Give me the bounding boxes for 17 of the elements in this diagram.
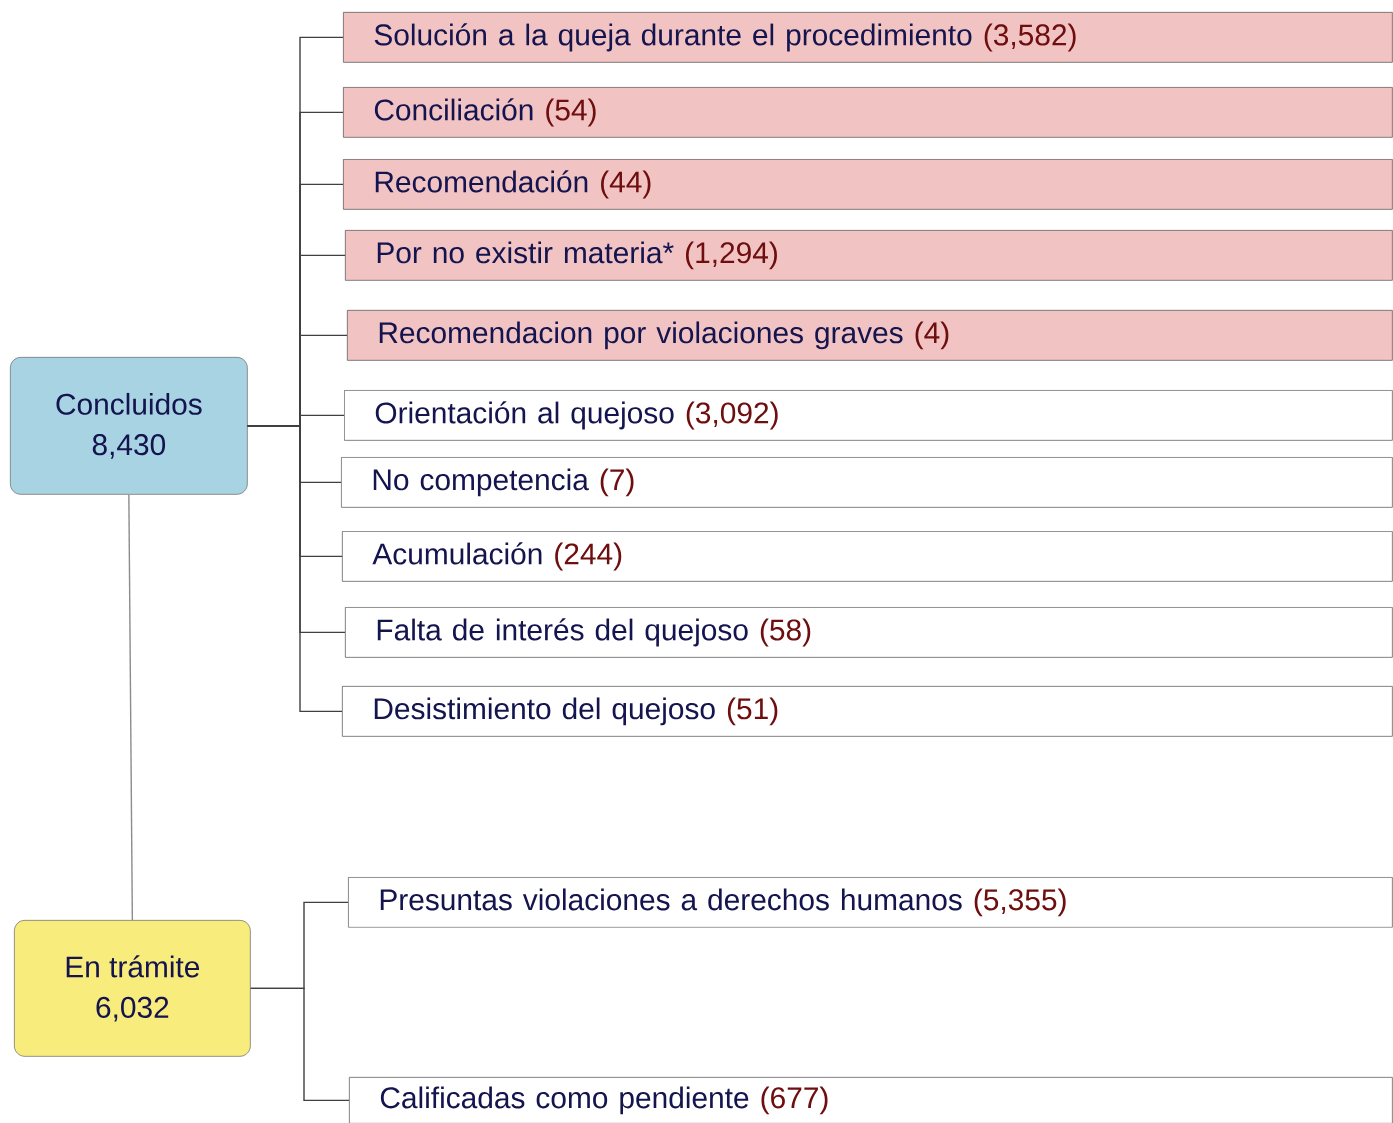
- outcome-box: Presuntas violaciones a derechos humanos (5,355): [348, 877, 1393, 928]
- outcome-box: Orientación al quejoso (3,092): [344, 390, 1393, 441]
- outcome-box: Acumulación (244): [342, 531, 1393, 582]
- outcome-box: Por no existir materia* (1,294): [345, 230, 1393, 281]
- outcome-box: Solución a la queja durante el procedimiento (3,582): [343, 12, 1393, 63]
- category-box: Concluidos 8,430: [10, 357, 248, 495]
- outcome-box: Calificadas como pendiente (677): [349, 1077, 1393, 1123]
- outcome-box: No competencia (7): [341, 457, 1393, 508]
- outcome-box: Recomendación (44): [343, 159, 1393, 210]
- outcome-box: Conciliación (54): [343, 87, 1393, 138]
- connector-line: [247, 425, 343, 713]
- category-box: En trámite 6,032: [14, 920, 251, 1057]
- outcome-box: Desistimiento del quejoso (51): [342, 686, 1393, 737]
- connector-line: [128, 494, 134, 921]
- connector-line: [250, 987, 350, 1102]
- outcome-box: Recomendacion por violaciones graves (4): [347, 310, 1393, 361]
- outcome-box: Falta de interés del quejoso (58): [345, 607, 1393, 658]
